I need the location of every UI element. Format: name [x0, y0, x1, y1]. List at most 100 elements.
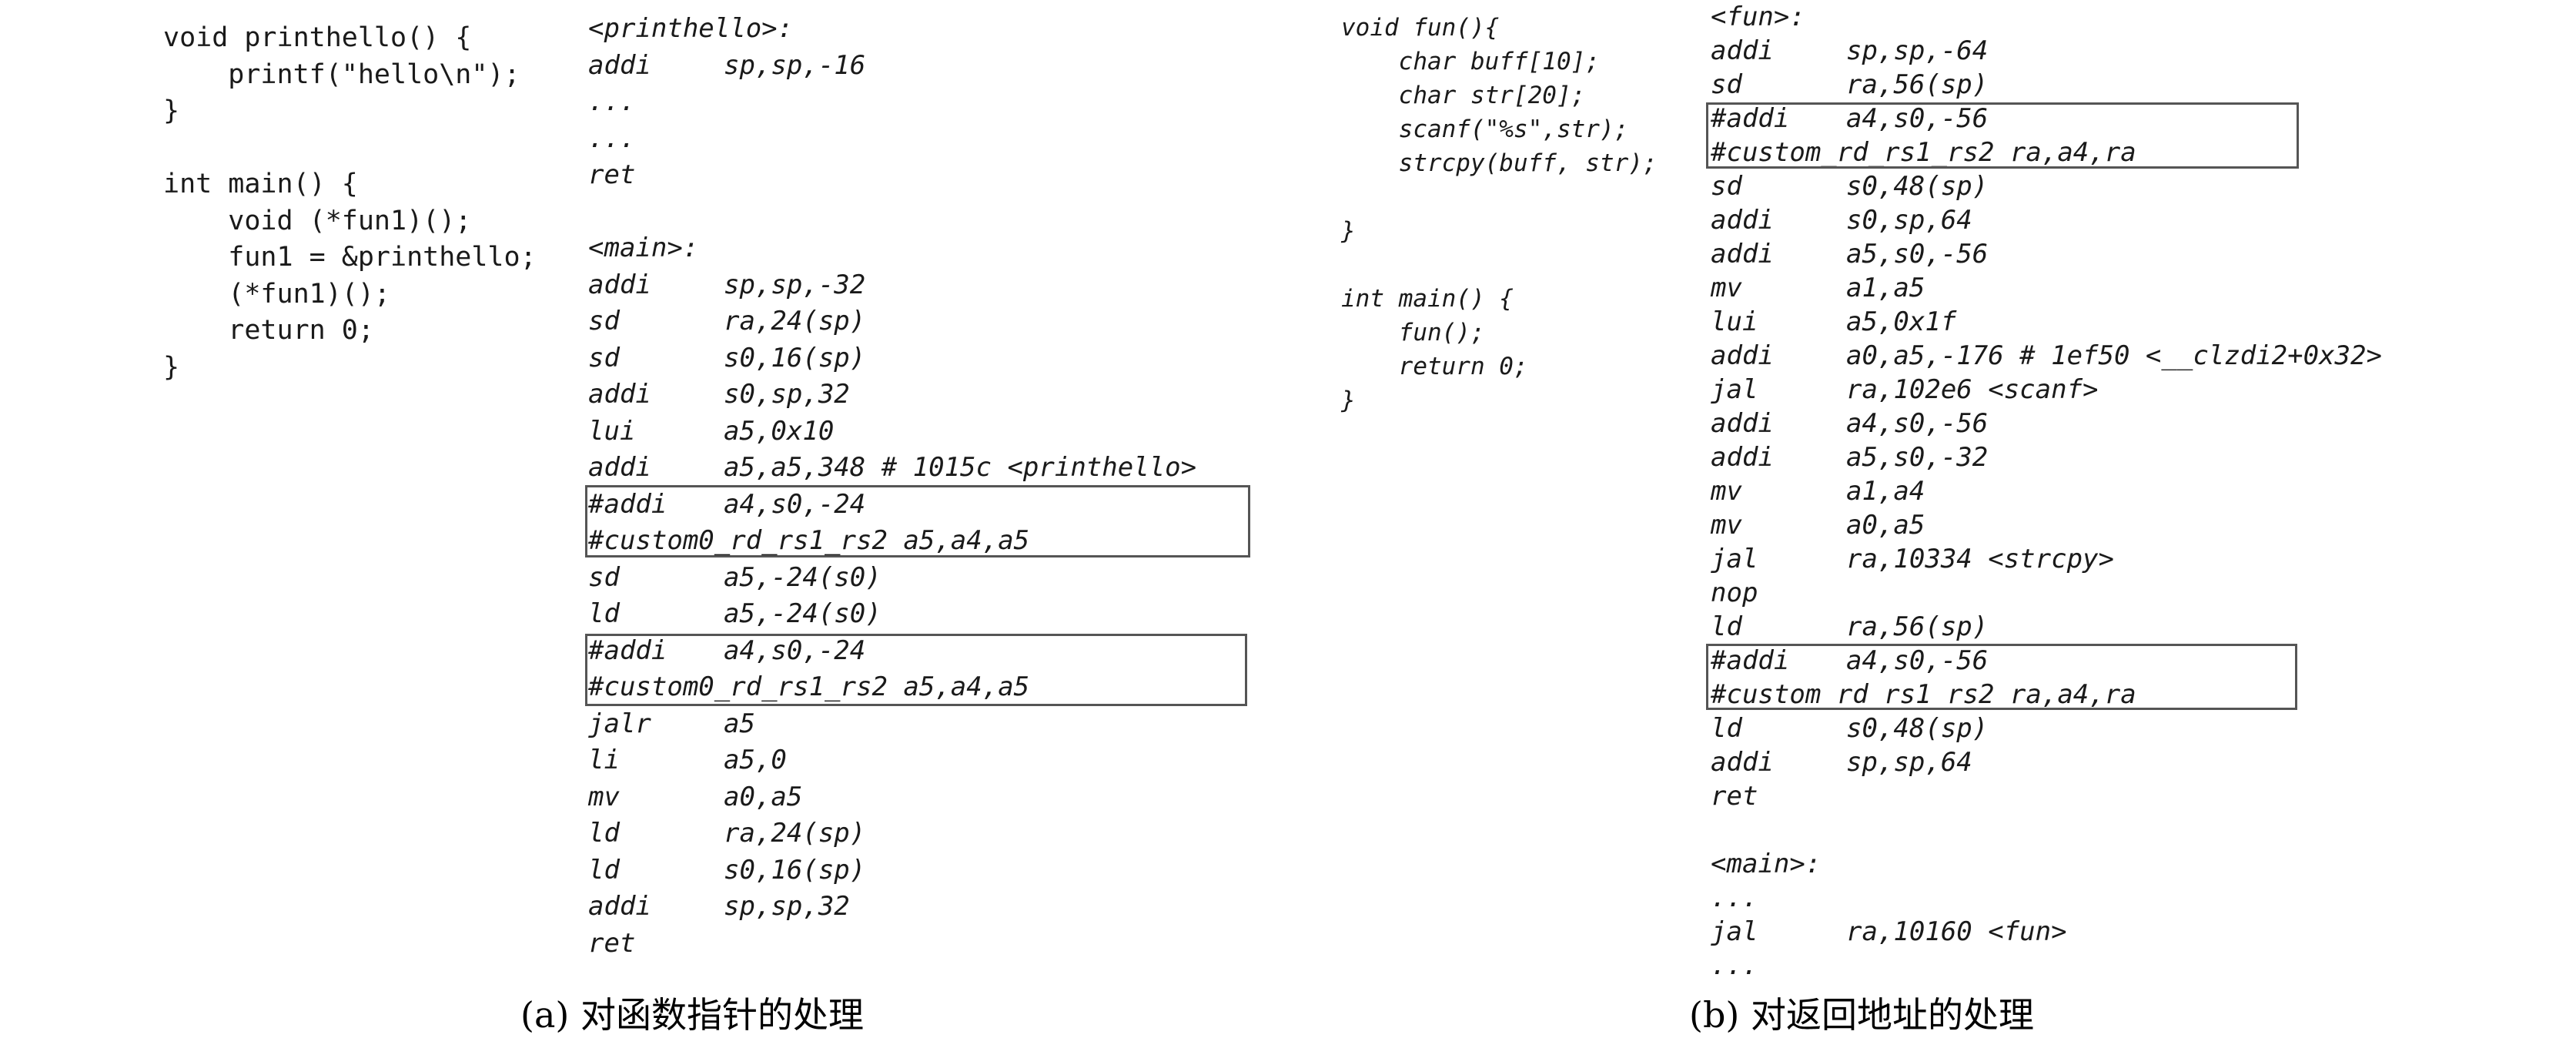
asm-opcode: ld	[1711, 713, 1742, 744]
asm-opcode: addi	[588, 379, 651, 410]
asm-opcode: addi	[1711, 747, 1774, 778]
asm-opcode: ...	[588, 122, 636, 154]
asm-opcode: sd	[1711, 171, 1742, 202]
asm-opcode: mv	[1711, 273, 1742, 303]
panel-b-source-code: void fun(){ char buff[10]; char str[20];…	[1341, 11, 1703, 414]
asm-operands: ra,102e6 <scanf>	[1846, 374, 2099, 405]
asm-operands: sp,sp,-16	[724, 49, 866, 81]
asm-opcode: <printhello>:	[588, 13, 794, 44]
asm-opcode: ld	[588, 818, 620, 849]
asm-operands: s0,48(sp)	[1846, 171, 1989, 202]
asm-operands: ra,10160 <fun>	[1846, 916, 2067, 947]
panel-b-highlight-box-2	[1706, 644, 2297, 710]
asm-line: mv a1,a5	[1711, 271, 2481, 305]
asm-operands: ra,24(sp)	[724, 818, 866, 849]
asm-operands: sp,sp,-32	[724, 269, 866, 300]
asm-operands: ra,56(sp)	[1846, 611, 1989, 642]
asm-line	[588, 194, 1266, 231]
asm-opcode: ld	[588, 598, 620, 629]
panel-a-caption: (a) 对函数指针的处理	[520, 994, 864, 1036]
asm-operands: a5,-24(s0)	[724, 598, 882, 629]
asm-operands: a0,a5	[724, 781, 803, 812]
asm-opcode: mv	[1711, 476, 1742, 507]
asm-operands: a5,0	[724, 745, 787, 775]
asm-opcode: addi	[1711, 340, 1774, 371]
asm-opcode: mv	[1711, 510, 1742, 541]
asm-line: sd s0,48(sp)	[1711, 169, 2481, 203]
panel-a-highlight-box-2	[585, 634, 1247, 706]
asm-line: lui a5,0x10	[588, 414, 1266, 450]
asm-opcode: #addi	[588, 488, 667, 520]
asm-line: ret	[1711, 779, 2481, 813]
asm-operands: sp,sp,32	[724, 891, 850, 922]
asm-line: addi a5,a5,348 # 1015c <printhello>	[588, 450, 1266, 487]
asm-line: addi sp,sp,64	[1711, 745, 2481, 779]
asm-opcode: jal	[1711, 374, 1758, 405]
source-line: }	[1341, 387, 1356, 414]
asm-opcode: #custom_rd_rs1_rs2 ra,a4,ra	[1711, 679, 2136, 710]
asm-opcode: addi	[1711, 408, 1774, 439]
asm-opcode: addi	[588, 452, 651, 483]
asm-opcode: ld	[1711, 611, 1742, 642]
asm-line: addi a5,s0,-56	[1711, 237, 2481, 271]
asm-operands: ra,10334 <strcpy>	[1846, 544, 2114, 574]
asm-opcode: sd	[588, 306, 620, 337]
asm-operands: a5,s0,-56	[1846, 239, 1989, 270]
asm-line: <main>:	[1711, 847, 2481, 881]
asm-line: ...	[588, 84, 1266, 121]
source-line: void (*fun1)();	[163, 205, 472, 236]
source-line: strcpy(buff, str);	[1341, 149, 1658, 177]
asm-operands: a1,a5	[1846, 273, 1925, 303]
panel-a-highlight-box-1	[585, 485, 1250, 558]
asm-line: nop	[1711, 576, 2481, 610]
asm-line: <printhello>:	[588, 11, 1266, 48]
asm-line: addi sp,sp,-16	[588, 48, 1266, 85]
asm-line: ...	[1711, 881, 2481, 915]
asm-opcode: ...	[1711, 882, 1758, 913]
asm-opcode: ret	[588, 159, 636, 190]
asm-opcode: jalr	[588, 708, 651, 739]
asm-opcode: li	[588, 745, 620, 775]
asm-line	[1711, 813, 2481, 847]
asm-line: <main>:	[588, 230, 1266, 267]
asm-line: #custom0_rd_rs1_rs2 a5,a4,a5	[588, 523, 1266, 560]
asm-opcode: #addi	[1711, 645, 1790, 676]
asm-opcode: lui	[1711, 306, 1758, 337]
asm-line: ret	[588, 926, 1266, 963]
source-line: (*fun1)();	[163, 278, 391, 310]
asm-opcode: addi	[588, 269, 651, 300]
asm-opcode: addi	[1711, 442, 1774, 473]
asm-line: ret	[588, 157, 1266, 194]
panel-b-caption: (b) 对返回地址的处理	[1689, 994, 2034, 1036]
asm-opcode: sd	[1711, 69, 1742, 100]
asm-line: ...	[1711, 949, 2481, 983]
asm-operands: sp,sp,64	[1846, 747, 1972, 778]
asm-opcode: #custom_rd_rs1_rs2 ra,a4,ra	[1711, 137, 2136, 168]
asm-opcode: jal	[1711, 544, 1758, 574]
asm-opcode: addi	[588, 49, 651, 81]
source-line: printf("hello\n");	[163, 59, 520, 90]
asm-operands: a5,a5,348 # 1015c <printhello>	[724, 452, 1197, 483]
source-line: scanf("%s",str);	[1341, 116, 1629, 143]
asm-opcode: addi	[1711, 239, 1774, 270]
asm-opcode: addi	[1711, 205, 1774, 236]
asm-opcode: lui	[588, 415, 636, 447]
asm-line: li a5,0	[588, 742, 1266, 779]
asm-operands: a5,0x10	[724, 415, 835, 447]
asm-opcode: #addi	[1711, 103, 1790, 134]
